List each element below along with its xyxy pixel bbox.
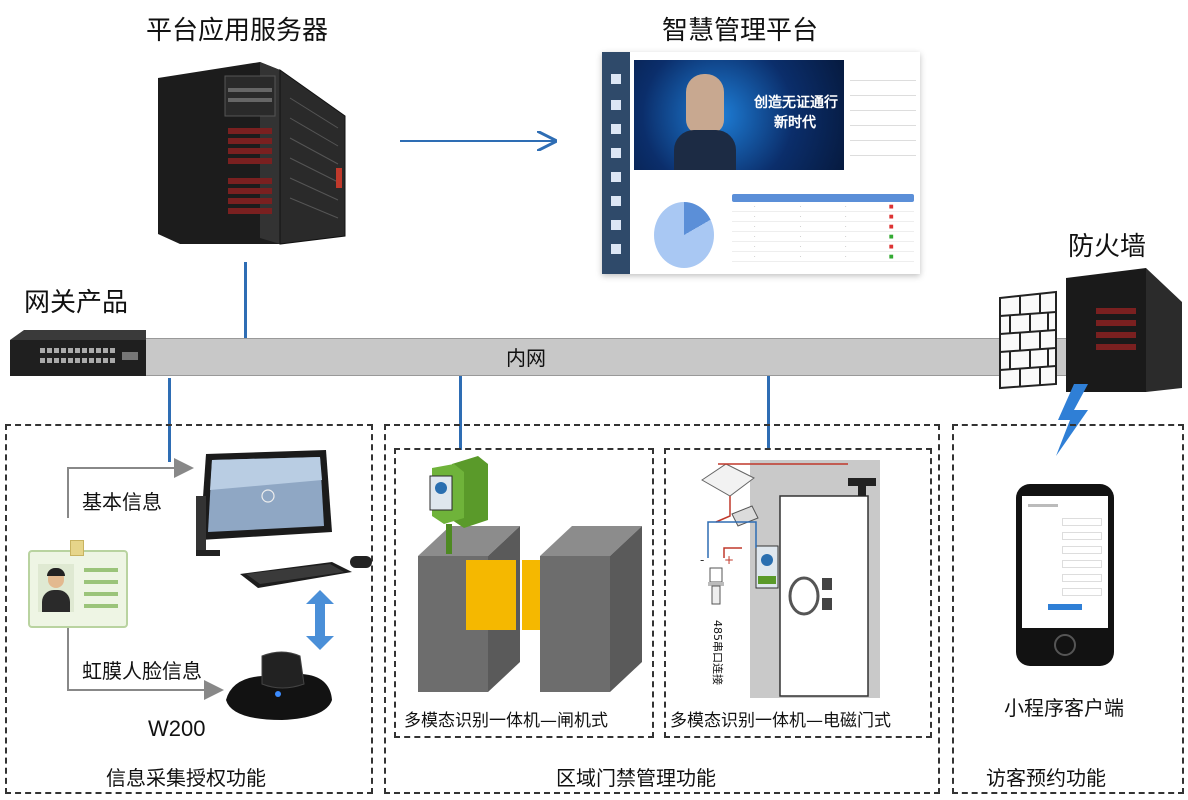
intranet-label: 内网 [506, 346, 546, 370]
home-icon [611, 74, 621, 84]
power-icon [611, 220, 621, 230]
visitor-box [952, 424, 1184, 794]
mouse-image [350, 556, 372, 568]
svg-text:+: + [724, 553, 734, 567]
server-connector [244, 262, 247, 338]
id-card-clip [70, 540, 84, 556]
firewall-title: 防火墙 [1068, 232, 1147, 262]
banner-face [686, 74, 724, 134]
serial-label: 485串口连接 [711, 620, 724, 685]
mini-program-client-label: 小程序客户端 [1004, 696, 1124, 720]
dashboard-pie [654, 202, 714, 268]
save-icon [611, 172, 621, 182]
intranet-bar [130, 338, 1160, 376]
gateway-title: 网关产品 [24, 288, 129, 318]
door-device-label: 多模态识别一体机—电磁门式 [670, 711, 891, 731]
banner-line2: 新时代 [774, 115, 816, 131]
phone-image [1016, 484, 1114, 666]
phone-home-button [1054, 634, 1076, 656]
smart-platform-title: 智慧管理平台 [662, 16, 819, 46]
banner-line1: 创造无证通行 [754, 95, 838, 111]
gate-device-box [394, 448, 654, 738]
wireless-lightning-icon [1048, 384, 1096, 456]
door-illustration: - + [672, 456, 928, 700]
basic-info-label: 基本信息 [82, 490, 162, 514]
area-access-box [384, 424, 940, 794]
firewall-image [996, 268, 1184, 400]
gate-device-label: 多模态识别一体机—闸机式 [404, 711, 608, 731]
dashboard-side-list [850, 66, 916, 166]
gateway-switch [10, 330, 146, 378]
group-icon [611, 244, 621, 254]
list-icon [611, 124, 621, 134]
platform-server-title: 平台应用服务器 [146, 16, 329, 46]
visitor-booking-function-label: 访客预约功能 [986, 766, 1106, 790]
phone-screen [1022, 496, 1108, 628]
keyboard-image [240, 556, 360, 592]
dashboard-table: ···■ ···■ ···■ ···■ ···■ ···■ [732, 194, 914, 272]
monitor-image [196, 450, 336, 560]
iris-face-info-label: 虹膜人脸信息 [82, 659, 202, 683]
gate-illustration [410, 456, 646, 696]
svg-text:-: - [700, 553, 704, 567]
id-card-photo [38, 564, 74, 612]
area-access-function-label: 区域门禁管理功能 [556, 766, 716, 790]
phone-submit-button [1048, 604, 1082, 610]
sync-double-arrow-icon [306, 590, 334, 650]
dashboard-banner: 创造无证通行 新时代 [634, 60, 844, 170]
info-collect-function-label: 信息采集授权功能 [106, 766, 266, 790]
door-connector [767, 374, 770, 450]
basic-info-arrow [67, 458, 194, 518]
collect-connector [168, 378, 171, 462]
dashboard-sidebar [602, 52, 630, 274]
edit-icon [611, 196, 621, 206]
info-collect-box [5, 424, 373, 794]
w200-label: W200 [148, 716, 206, 741]
server-image [150, 58, 350, 248]
id-card [28, 540, 128, 628]
iris-scanner-image [222, 648, 334, 724]
gate-connector [459, 374, 462, 450]
user-icon [611, 148, 621, 158]
dashboard-screenshot: 创造无证通行 新时代 ···■ ···■ ···■ ···■ ···■ ···■ [602, 52, 920, 274]
door-device-box [664, 448, 932, 738]
banner-body [674, 130, 736, 170]
iris-info-arrow [67, 628, 224, 700]
camera-icon [611, 100, 621, 110]
